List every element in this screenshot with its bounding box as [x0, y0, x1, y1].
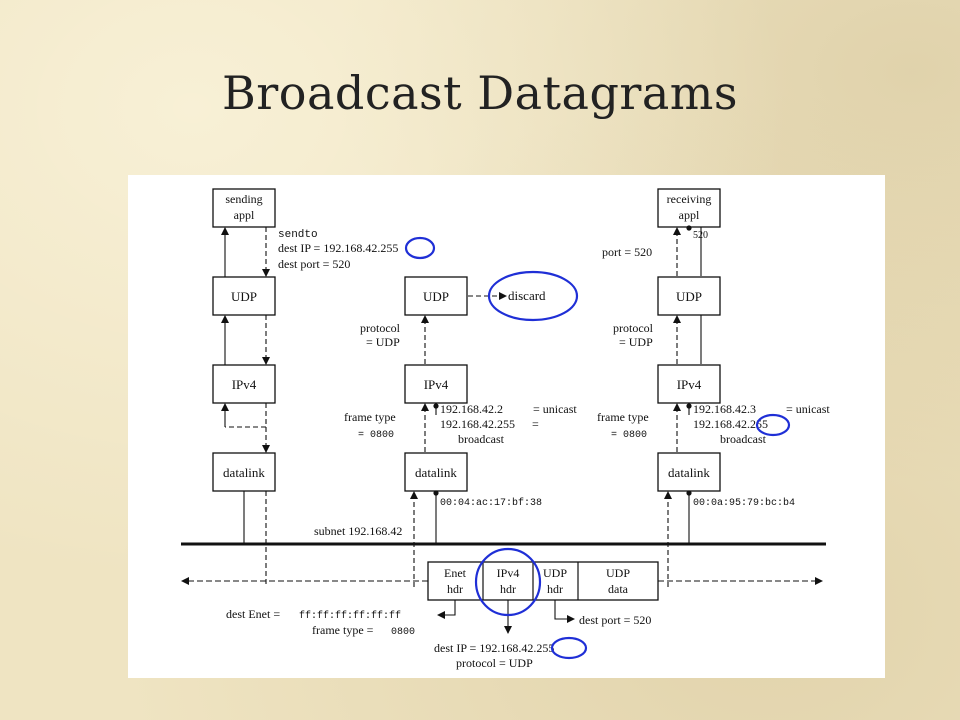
middle-udp-box	[404, 276, 468, 316]
frame-cell-udp-data: data	[608, 582, 629, 596]
sender-datalink-label: datalink	[223, 465, 265, 480]
highlight-receiver-broadcast-octet	[755, 413, 791, 437]
receiver-appl-label: appl	[679, 208, 700, 222]
sender-appl-label: sending	[225, 192, 262, 206]
receiver-frame-type-value: = 0800	[611, 430, 647, 441]
frame-cell-enet: Enet	[444, 566, 467, 580]
frame-cell-ipv4: IPv4	[497, 566, 520, 580]
frame-cell-ipv4: hdr	[500, 582, 516, 596]
receiver-frame-type-label: frame type	[597, 410, 649, 424]
receiver-appl-box	[657, 188, 721, 228]
receiver-unicast-label: = unicast	[786, 402, 830, 416]
frame-dest-enet-value: ff:ff:ff:ff:ff:ff	[299, 610, 401, 622]
receiver-port-label: port = 520	[602, 245, 652, 259]
ethernet-frame: Enet hdr IPv4 hdr UDP hdr UDP data dest …	[226, 561, 659, 670]
receiver-protocol-value: = UDP	[619, 335, 653, 349]
slide-title: Broadcast Datagrams	[221, 66, 739, 120]
sender-call-label: sendto	[278, 229, 318, 241]
receiver-stack: receiving appl 520 port = 520 UDP IPv4 d…	[597, 188, 830, 587]
receiver-ipv4-box	[657, 364, 721, 404]
middle-ipv4-box	[404, 364, 468, 404]
sender-dest-ip: dest IP = 192.168.42.255	[278, 241, 398, 255]
network: subnet 192.168.42	[181, 524, 826, 585]
sender-udp-box	[212, 276, 276, 316]
receiver-datalink-box	[657, 452, 721, 492]
receiver-udp-label: UDP	[676, 289, 702, 304]
receiver-mac-address: 00:0a:95:79:bc:b4	[693, 497, 795, 509]
broadcast-diagram: sending appl UDP IPv4 datalink sendto de…	[128, 175, 885, 678]
frame-dest-ip: dest IP = 192.168.42.255	[434, 641, 554, 655]
sender-appl-box	[212, 188, 276, 228]
middle-frame-type-label: frame type	[344, 410, 396, 424]
frame-cell-enet: hdr	[447, 582, 463, 596]
middle-datalink-box	[404, 452, 468, 492]
sender-ipv4-label: IPv4	[232, 377, 257, 392]
highlight-sender-broadcast-octet	[404, 236, 436, 260]
sender-ipv4-box	[212, 364, 276, 404]
middle-broadcast-label: broadcast	[458, 432, 505, 446]
sender-stack: sending appl UDP IPv4 datalink sendto de…	[212, 188, 398, 587]
middle-stack: UDP discard IPv4 datalink protocol = UDP…	[344, 276, 577, 587]
middle-unicast-label: = unicast	[533, 402, 577, 416]
middle-frame-type-value: = 0800	[358, 430, 394, 441]
frame-type-label: frame type =	[312, 623, 374, 637]
frame-dest-port: dest port = 520	[579, 613, 651, 627]
frame-dest-enet-label: dest Enet =	[226, 607, 280, 621]
middle-protocol-value: = UDP	[366, 335, 400, 349]
receiver-ip-unicast: 192.168.42.3	[693, 402, 756, 416]
frame-cell-udp-hdr: UDP	[543, 566, 567, 580]
highlight-ipv4-header	[474, 547, 542, 617]
receiver-broadcast-label: broadcast	[720, 432, 767, 446]
middle-ipv4-label: IPv4	[424, 377, 449, 392]
receiver-appl-label: receiving	[667, 192, 712, 206]
highlight-frame-broadcast-octet	[550, 636, 588, 660]
highlight-annotations	[404, 236, 791, 660]
middle-mac-address: 00:04:ac:17:bf:38	[440, 497, 542, 509]
middle-datalink-label: datalink	[415, 465, 457, 480]
sender-appl-label: appl	[234, 208, 255, 222]
highlight-discard	[487, 270, 579, 322]
middle-discard-label: discard	[508, 288, 546, 303]
sender-dest-port: dest port = 520	[278, 257, 350, 271]
frame-type-value: 0800	[391, 627, 415, 638]
middle-eq-label: =	[532, 417, 539, 431]
middle-ip-broadcast: 192.168.42.255	[440, 417, 515, 431]
receiver-datalink-label: datalink	[668, 465, 710, 480]
subnet-label: subnet 192.168.42	[314, 524, 402, 538]
receiver-ip-broadcast: 192.168.42.255	[693, 417, 768, 431]
sender-datalink-box	[212, 452, 276, 492]
sender-udp-label: UDP	[231, 289, 257, 304]
receiver-protocol-label: protocol	[613, 321, 654, 335]
frame-protocol: protocol = UDP	[456, 656, 533, 670]
middle-protocol-label: protocol	[360, 321, 401, 335]
receiver-udp-box	[657, 276, 721, 316]
receiver-ipv4-label: IPv4	[677, 377, 702, 392]
middle-udp-label: UDP	[423, 289, 449, 304]
frame-cell-udp-hdr: hdr	[547, 582, 563, 596]
frame-cell-udp-data: UDP	[606, 566, 630, 580]
middle-ip-unicast: 192.168.42.2	[440, 402, 503, 416]
